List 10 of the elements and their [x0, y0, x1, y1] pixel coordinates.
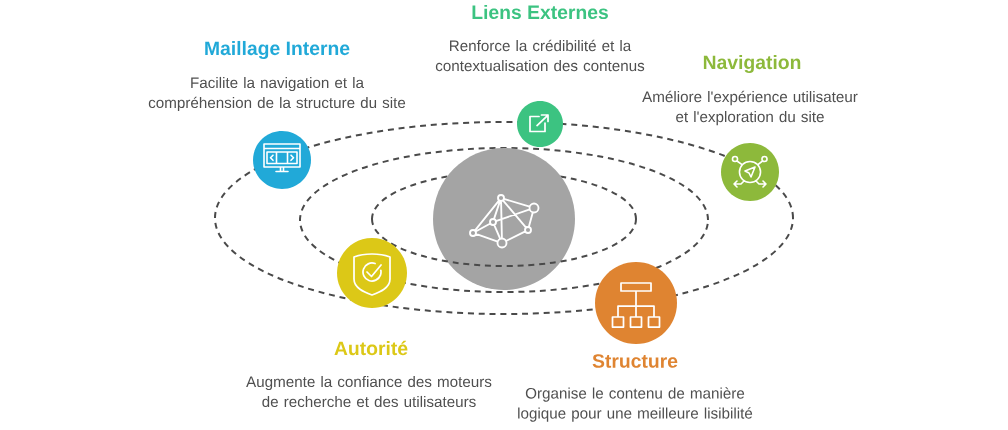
heading: Structure — [592, 354, 678, 368]
description: Organise le contenu de manière logique pour une meilleure lisibilité — [518, 387, 753, 422]
description: Facilite la navigation et la compréhension de la structure du site — [148, 76, 406, 112]
heading: Liens Externes — [472, 4, 608, 20]
description: Augmente la confiance des moteurs de recherche et des utilisateurs — [246, 375, 492, 408]
description: Renforce la crédibilité et la contextualisation des contenus — [435, 39, 645, 72]
heading: Navigation — [703, 54, 801, 74]
heading: Autorité — [334, 340, 408, 356]
heading: Maillage Interne — [205, 40, 350, 60]
description: Améliore l'expérience utilisateur et l'exploration du site — [642, 90, 858, 126]
